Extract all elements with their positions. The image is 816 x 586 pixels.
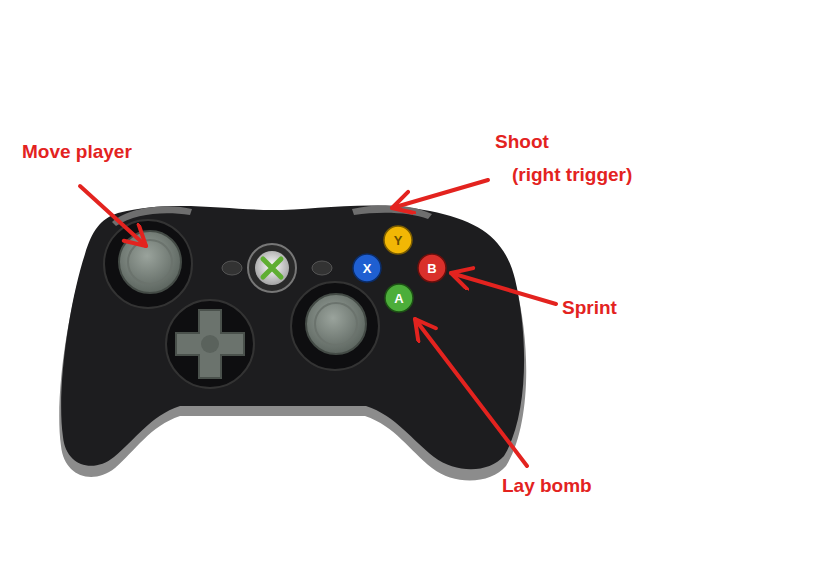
dpad-well <box>166 300 254 388</box>
stick-ring <box>315 303 357 345</box>
back-button <box>222 261 242 275</box>
right-stick-well <box>291 282 379 370</box>
button-letter: B <box>427 262 436 275</box>
stick-ring <box>128 240 172 284</box>
button-letter: X <box>363 262 372 275</box>
start-button <box>312 261 332 275</box>
arrow-move <box>80 186 146 246</box>
button-letter: A <box>394 292 403 305</box>
right-stick-cap <box>306 294 366 354</box>
dpad <box>176 310 244 378</box>
button-letter: Y <box>394 234 403 247</box>
arrow-shoot <box>392 180 488 208</box>
arrow-bomb <box>415 319 527 466</box>
callout-label: (right trigger) <box>512 165 632 184</box>
callout-label: Lay bomb <box>502 476 592 495</box>
x-button <box>353 254 381 282</box>
arrow-sprint <box>451 273 556 304</box>
dpad-center <box>201 335 219 353</box>
callout-label: Shoot <box>495 132 549 151</box>
callout-label: Move player <box>22 142 132 161</box>
guide-x <box>263 259 281 277</box>
guide-ring <box>248 244 296 292</box>
callout-label: Sprint <box>562 298 617 317</box>
a-button <box>385 284 413 312</box>
left-stick-well <box>104 220 192 308</box>
y-button <box>384 226 412 254</box>
b-button <box>418 254 446 282</box>
guide-button <box>255 251 289 285</box>
controller-body <box>61 205 524 469</box>
left-stick-cap <box>119 231 181 293</box>
